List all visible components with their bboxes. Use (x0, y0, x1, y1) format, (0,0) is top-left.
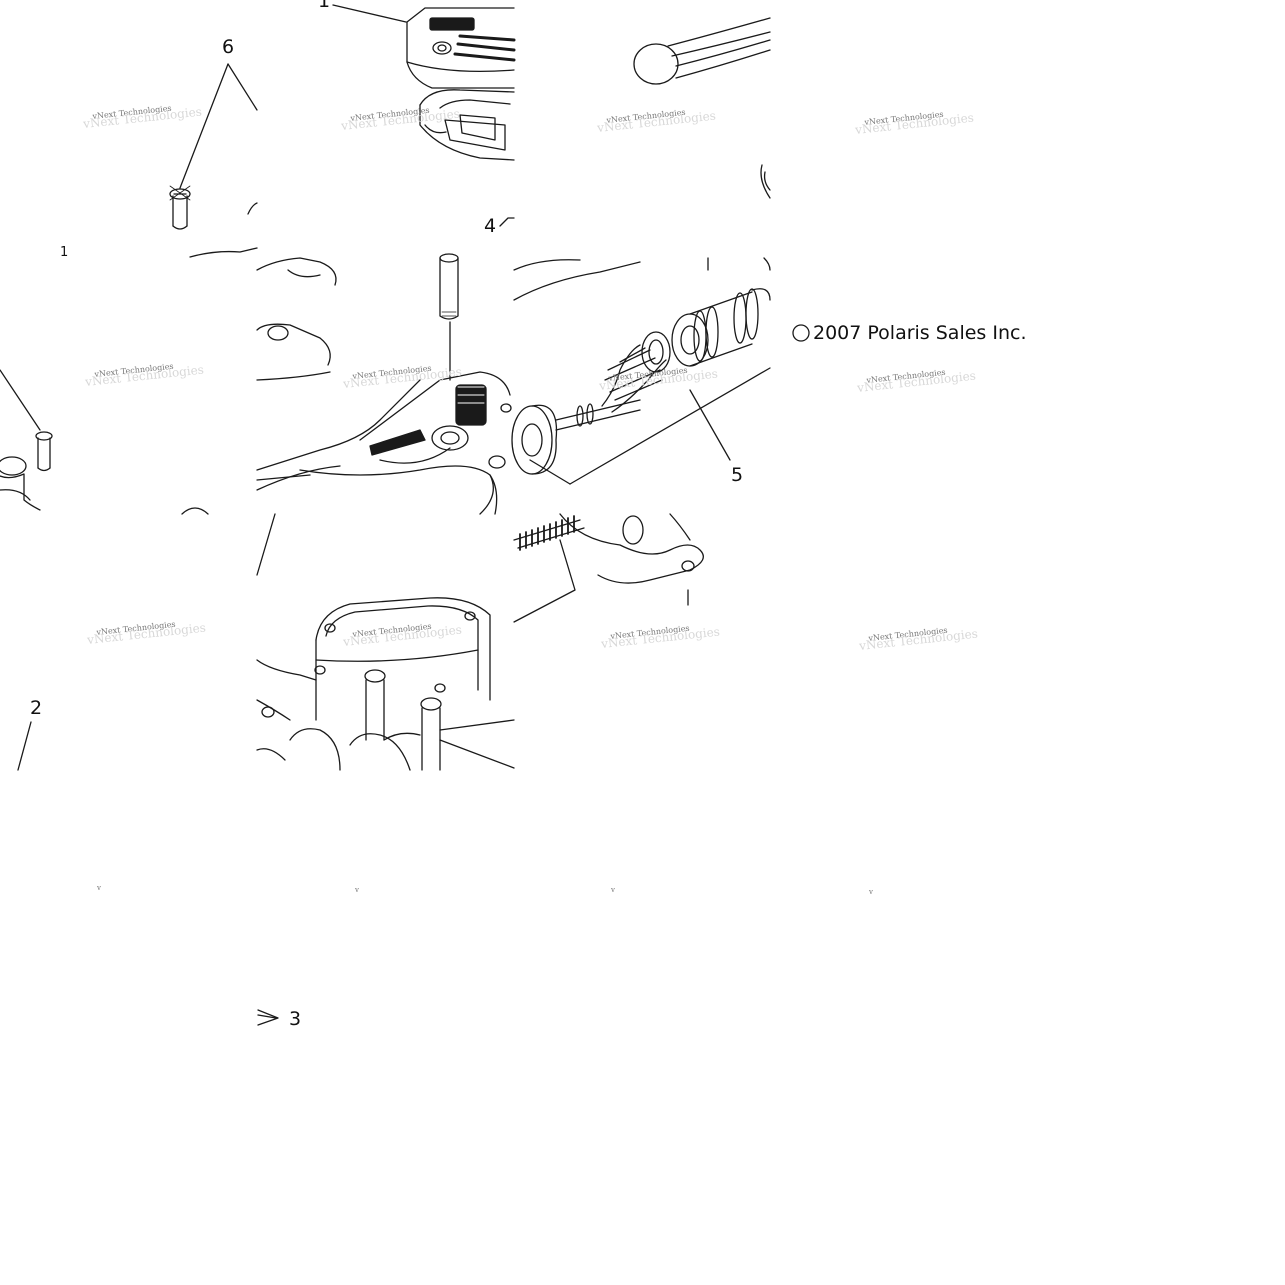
copyright-notice: 2007 Polaris Sales Inc. (813, 322, 1027, 344)
callout-2: 2 (30, 697, 43, 719)
leader-4 (499, 217, 515, 227)
piston-kit-part-5 (511, 257, 771, 485)
callout-6: 6 (222, 36, 235, 58)
watermark-fragment: v (355, 886, 359, 894)
master-cylinder-body (256, 253, 512, 576)
reservoir-cap-part-1 (332, 4, 516, 161)
watermark-fragment: v (611, 886, 615, 894)
callout-4: 4 (484, 215, 497, 237)
screw-part-6 (169, 63, 258, 258)
clamp-and-spring (513, 513, 704, 623)
brake-lever (633, 17, 771, 199)
copyright-circle (792, 324, 810, 342)
callout-1: 1 (318, 0, 331, 12)
reservoir-body (256, 597, 515, 771)
callout-3: 3 (289, 1008, 302, 1030)
callout-5: 5 (731, 464, 744, 486)
leader-2 (17, 721, 32, 771)
leader-3 (257, 1009, 279, 1026)
callout-1-fragment: 1 (60, 245, 69, 260)
mounting-bolt (0, 369, 209, 515)
watermark-fragment: v (97, 884, 101, 892)
watermark-fragment: v (869, 888, 873, 896)
